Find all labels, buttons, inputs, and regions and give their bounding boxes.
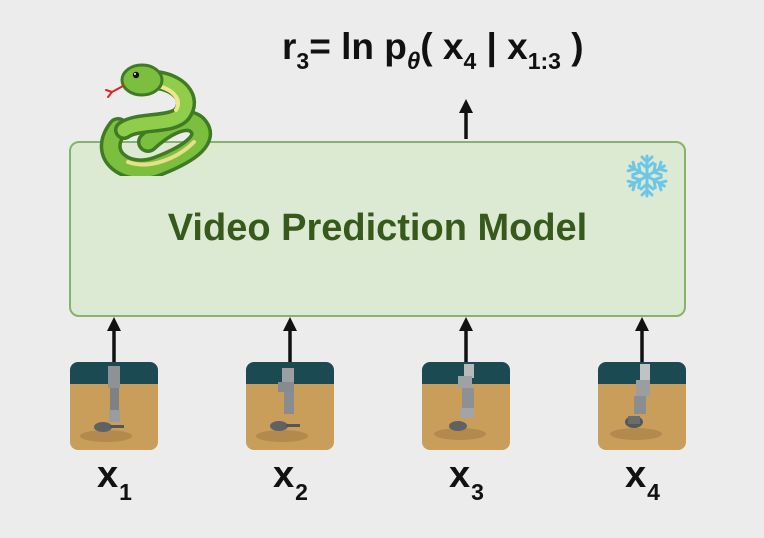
- formula-given: | x: [476, 26, 528, 67]
- frame-1-label: x1: [97, 454, 132, 505]
- frame-2-image: [246, 362, 334, 450]
- frame-4-label: x4: [625, 454, 660, 505]
- model-title: Video Prediction Model: [167, 207, 588, 249]
- formula-open-x: ( x: [420, 26, 464, 67]
- formula-context-subscript: 1:3: [527, 48, 561, 74]
- formula-ln-p: = ln p: [309, 26, 407, 67]
- formula-r: r: [282, 26, 297, 67]
- frame-1-image: [70, 362, 158, 450]
- formula-r-subscript: 3: [296, 48, 310, 74]
- frame-3-image: [422, 362, 510, 450]
- frame-4-image: [598, 362, 686, 450]
- frame-2-label: x2: [273, 454, 308, 505]
- reward-formula: r3= ln pθ( x4 | x1:3 ): [282, 26, 584, 74]
- frame-3-label: x3: [449, 454, 484, 505]
- formula-close: ): [560, 26, 584, 67]
- formula-theta: θ: [406, 48, 421, 75]
- formula-x-subscript: 4: [463, 48, 477, 74]
- snake-icon: [99, 63, 212, 176]
- snowflake-icon: [625, 154, 669, 198]
